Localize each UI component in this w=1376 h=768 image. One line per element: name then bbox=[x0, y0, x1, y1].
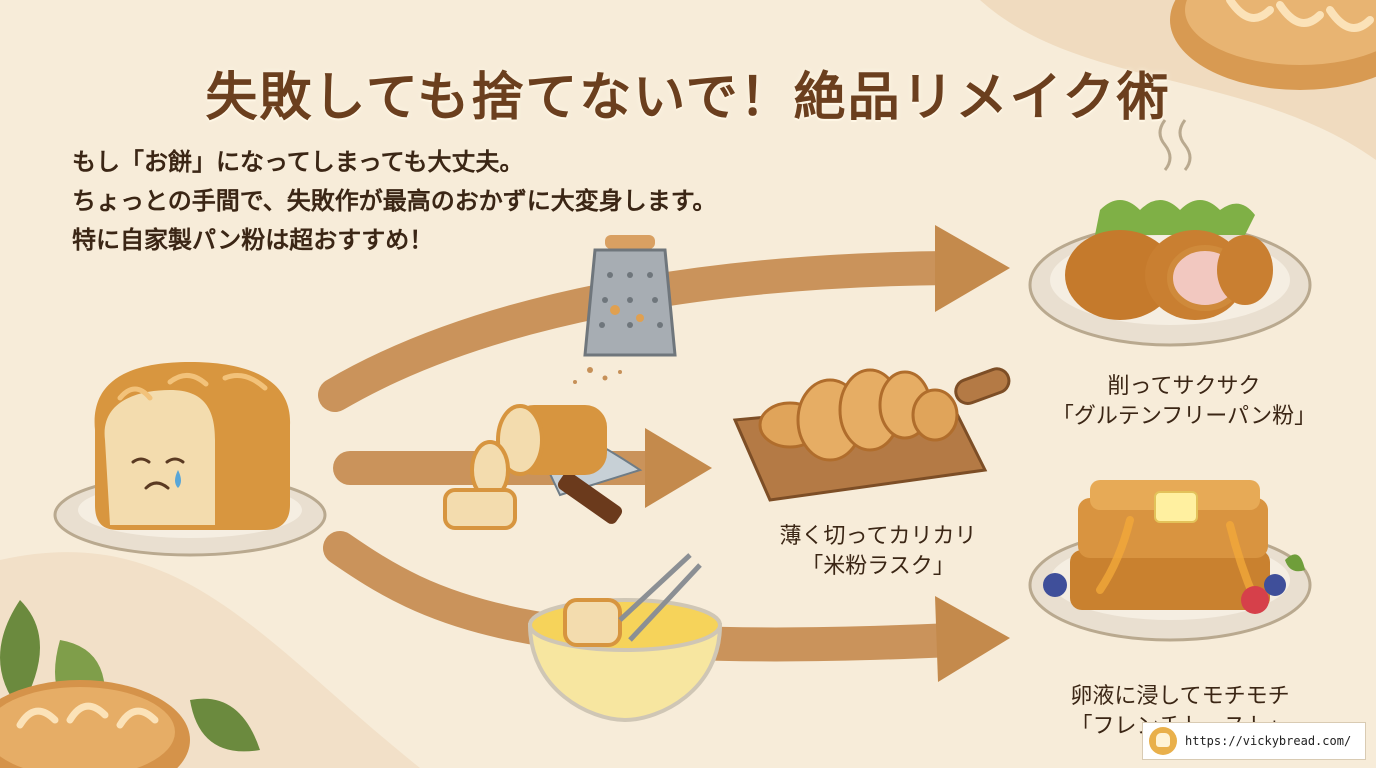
corner-bread-icon bbox=[1170, 0, 1376, 90]
intro-text: もし「お餅」になってしまっても大丈夫。 ちょっとの手間で、失敗作が最高のおかずに… bbox=[72, 143, 716, 260]
cutlet-icon bbox=[1028, 119, 1312, 347]
caption-line: 「グルテンフリーパン粉」 bbox=[1051, 404, 1317, 429]
page-title: 失敗しても捨てないで！絶品リメイク術 bbox=[205, 68, 1171, 128]
arrow-head-toast bbox=[935, 596, 1010, 682]
corner-bread-bottom-icon bbox=[0, 680, 190, 768]
arrow-head-cutlet bbox=[935, 225, 1010, 312]
source-url-badge[interactable]: https://vickybread.com/ bbox=[1142, 722, 1366, 760]
source-url[interactable]: https://vickybread.com/ bbox=[1185, 734, 1352, 748]
grater-icon bbox=[573, 235, 677, 384]
whisk-bowl-icon bbox=[527, 553, 723, 723]
remake-caption-rusk: 薄く切ってカリカリ 「米粉ラスク」 bbox=[742, 522, 1014, 582]
caption-line: 削ってサクサク bbox=[1107, 374, 1261, 399]
remake-caption-breadcrumbs: 削ってサクサク 「グルテンフリーパン粉」 bbox=[1034, 372, 1334, 432]
caption-line: 薄く切ってカリカリ bbox=[779, 524, 977, 549]
sad-bread-icon bbox=[53, 362, 327, 557]
rusk-icon bbox=[732, 367, 1011, 502]
sliced-loaf-icon bbox=[443, 404, 607, 530]
arrow-head-rusk bbox=[645, 428, 712, 508]
intro-line: もし「お餅」になってしまっても大丈夫。 bbox=[72, 148, 524, 176]
intro-line: 特に自家製パン粉は超おすすめ！ bbox=[72, 226, 434, 254]
bread-logo-icon bbox=[1149, 727, 1177, 755]
caption-line: 「米粉ラスク」 bbox=[801, 554, 955, 579]
arrow-to-toast bbox=[323, 531, 967, 662]
intro-line: ちょっとの手間で、失敗作が最高のおかずに大変身します。 bbox=[72, 187, 717, 215]
french-toast-icon bbox=[1028, 480, 1312, 642]
caption-line: 卵液に浸してモチモチ bbox=[1070, 684, 1290, 709]
